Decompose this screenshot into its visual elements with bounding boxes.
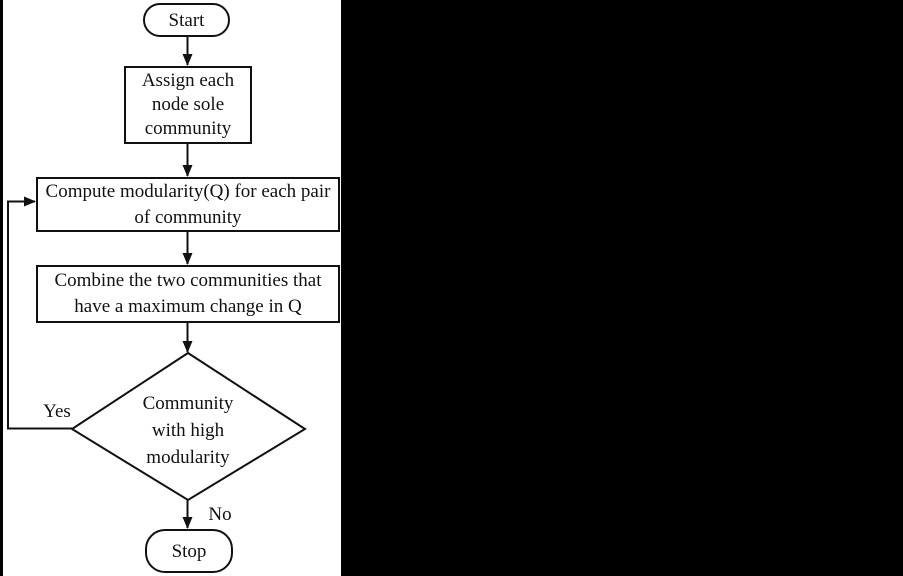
assign-node: Assign each node sole community — [124, 66, 252, 144]
decision-node-line: with high — [151, 420, 225, 441]
stop-node: Stop — [145, 529, 233, 573]
compute-node-line: of community — [134, 206, 242, 228]
yes-edge-label: Yes — [43, 401, 71, 422]
no-edge-label: No — [208, 504, 232, 525]
compute-node: Compute modularity(Q) for each pair of c… — [36, 177, 340, 232]
feedback-yes-line — [7, 196, 72, 430]
flowchart-connectors — [7, 37, 307, 529]
combine-node-line: have a maximum change in Q — [74, 296, 302, 317]
assign-node-line: community — [144, 118, 232, 139]
start-node: Start — [143, 3, 230, 37]
decision-node-text: Community with high modularity — [113, 390, 263, 471]
decision-node-line: modularity — [146, 447, 230, 468]
stop-node-label: Stop — [171, 540, 207, 562]
start-node-label: Start — [168, 9, 205, 31]
compute-node-line: Compute modularity(Q) for each pair — [45, 180, 331, 202]
combine-node: Combine the two communities that have a … — [36, 265, 340, 323]
combine-node-line: Combine the two communities that — [54, 270, 322, 291]
decision-node-line: Community — [142, 393, 234, 414]
assign-node-line: Assign each — [141, 70, 235, 91]
assign-node-line: node sole — [151, 94, 225, 115]
flowchart-panel: Start Assign each node sole community Co… — [3, 0, 341, 576]
decision-diamond-shape — [70, 351, 307, 502]
